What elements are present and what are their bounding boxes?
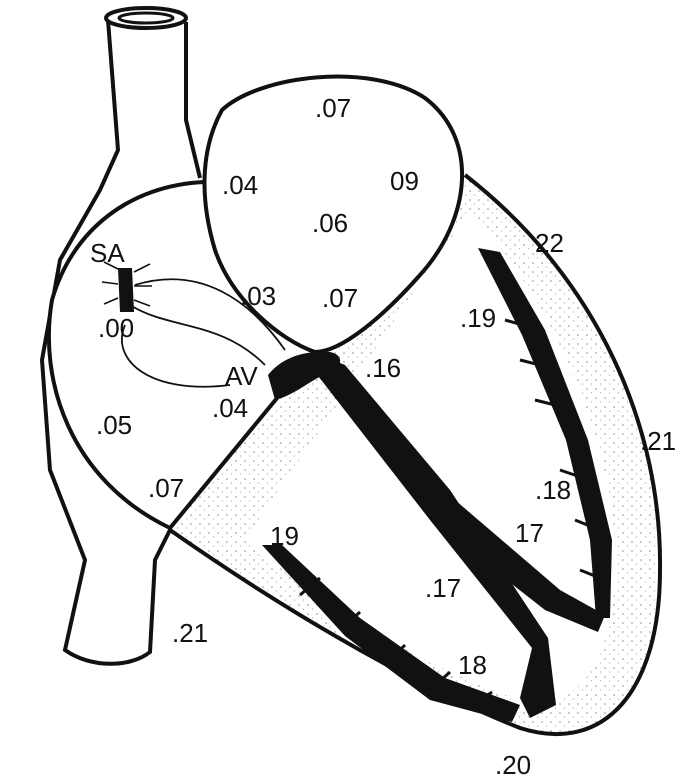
- timing-lv-mid-branch: .18: [535, 477, 571, 503]
- timing-left-atrium-upper-left: .04: [222, 172, 258, 198]
- timing-lv-top-branch: .19: [460, 305, 496, 331]
- timing-left-atrium-center: .06: [312, 210, 348, 236]
- timing-sa-node: .00: [98, 315, 134, 341]
- timing-rv-outer: .21: [172, 620, 208, 646]
- timing-lv-lateral: .21: [640, 428, 676, 454]
- av-node-label: AV: [225, 363, 258, 389]
- timing-rv-branch-low: 18: [458, 652, 487, 678]
- timing-right-atrium-low: .07: [148, 475, 184, 501]
- timing-left-atrium-right: 09: [390, 168, 419, 194]
- sa-node-label: SA: [90, 240, 125, 266]
- timing-left-atrium-top: .07: [315, 95, 351, 121]
- timing-rv-branch-top: 19: [270, 523, 299, 549]
- timing-left-atrium-low: .07: [322, 285, 358, 311]
- timing-apex: .20: [495, 752, 531, 778]
- timing-lv-base: 22: [535, 230, 564, 256]
- timing-right-atrium-mid: .05: [96, 412, 132, 438]
- timing-bundle-of-his: .16: [365, 355, 401, 381]
- timing-septum-right: 17: [515, 520, 544, 546]
- timing-atrial-septum: .03: [240, 283, 276, 309]
- timing-septum-left: .17: [425, 575, 461, 601]
- timing-av-node: .04: [212, 395, 248, 421]
